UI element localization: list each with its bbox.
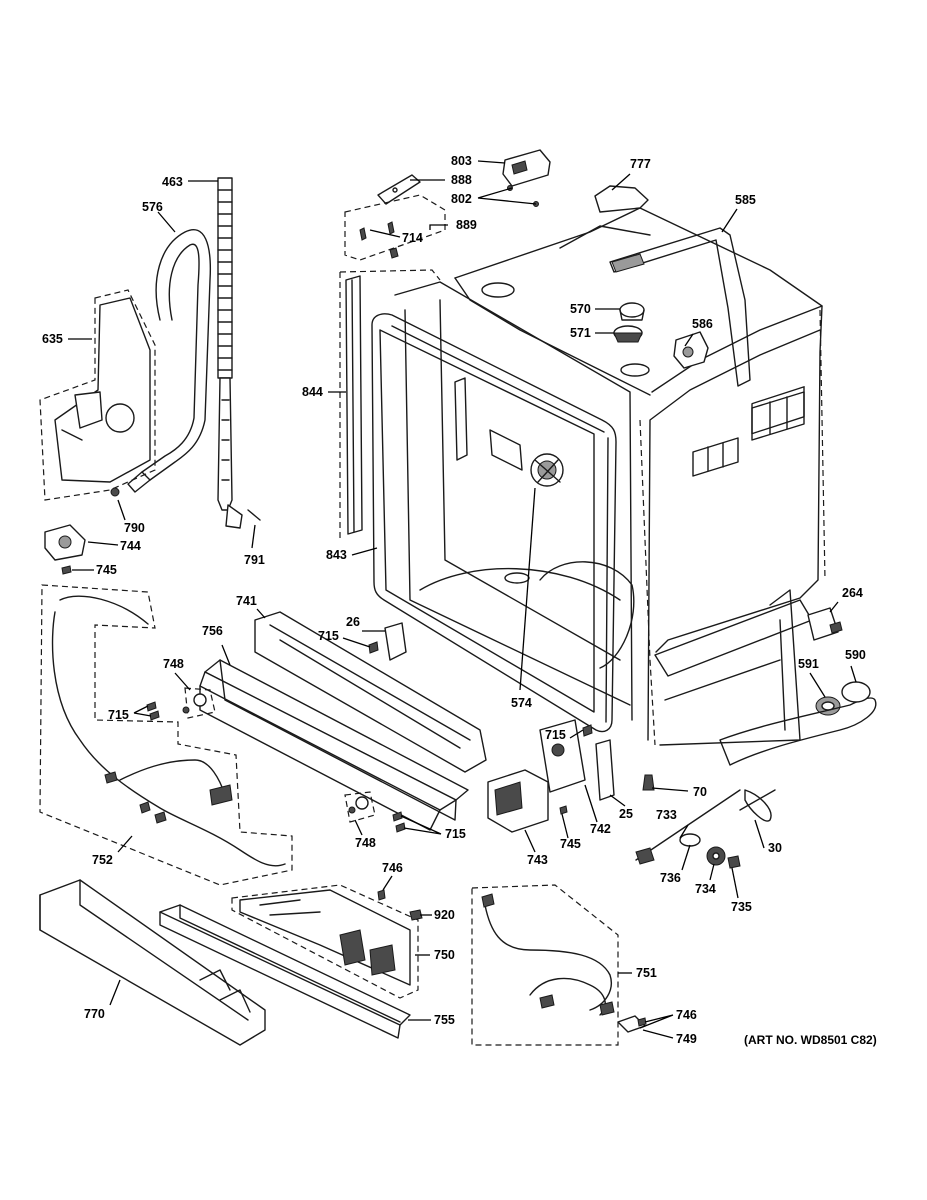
callout-736: 736	[660, 871, 681, 885]
callout-790: 790	[124, 521, 145, 535]
screws	[377, 889, 423, 921]
clips-748	[146, 687, 406, 833]
callout-714: 714	[402, 231, 423, 245]
callout-920: 920	[434, 908, 455, 922]
callout-743: 743	[527, 853, 548, 867]
callout-635: 635	[42, 332, 63, 346]
seal-strip-844	[339, 269, 441, 540]
leader-lines	[68, 160, 857, 1039]
pump-744	[44, 524, 86, 575]
callout-843: 843	[326, 548, 347, 562]
callout-463: 463	[162, 175, 183, 189]
callout-791: 791	[244, 553, 265, 567]
callout-574: 574	[511, 696, 532, 710]
callout-746-b: 746	[676, 1008, 697, 1022]
callout-715-d: 715	[445, 827, 466, 841]
callout-570: 570	[570, 302, 591, 316]
tube-463	[217, 177, 261, 529]
callout-30: 30	[768, 841, 782, 855]
wire-harness-751	[471, 884, 619, 1046]
spray-hub-574	[530, 453, 564, 487]
callout-70: 70	[693, 785, 707, 799]
module-743	[487, 719, 586, 833]
pump-housing-635	[39, 289, 156, 501]
callout-25: 25	[619, 807, 633, 821]
callout-756: 756	[202, 624, 223, 638]
callout-741: 741	[236, 594, 257, 608]
callout-745-a: 745	[96, 563, 117, 577]
callout-715-a: 715	[318, 629, 339, 643]
control-tray-755	[159, 904, 411, 1039]
callout-889: 889	[456, 218, 477, 232]
callout-576: 576	[142, 200, 163, 214]
clips-749	[617, 1015, 647, 1033]
callout-803: 803	[451, 154, 472, 168]
callout-770: 770	[84, 1007, 105, 1021]
door-gasket-843	[371, 313, 617, 733]
art-number: (ART NO. WD8501 C82)	[744, 1033, 877, 1047]
kick-panel-756	[199, 659, 469, 831]
callout-264: 264	[842, 586, 863, 600]
callout-748-a: 748	[163, 657, 184, 671]
callout-844: 844	[302, 385, 323, 399]
callout-585: 585	[735, 193, 756, 207]
callout-591: 591	[798, 657, 819, 671]
callout-802: 802	[451, 192, 472, 206]
tub-assembly	[394, 185, 826, 746]
callout-26: 26	[346, 615, 360, 629]
callout-752: 752	[92, 853, 113, 867]
callout-734: 734	[695, 882, 716, 896]
callout-labels: 463 576 635 790 744 791 745 888 803 802 …	[42, 154, 877, 1047]
bracket-group	[344, 149, 551, 261]
callout-742: 742	[590, 822, 611, 836]
callout-715-b: 715	[108, 708, 129, 722]
callout-735: 735	[731, 900, 752, 914]
callout-571: 571	[570, 326, 591, 340]
vent-parts	[613, 302, 709, 369]
callout-590: 590	[845, 648, 866, 662]
toe-kick-741	[254, 611, 487, 773]
callout-749: 749	[676, 1032, 697, 1046]
callout-586: 586	[692, 317, 713, 331]
callout-751: 751	[636, 966, 657, 980]
hose-576	[127, 229, 212, 493]
callout-733: 733	[656, 808, 677, 822]
callout-748-b: 748	[355, 836, 376, 850]
control-board-750	[231, 884, 419, 999]
callout-715-c: 715	[545, 728, 566, 742]
callout-777: 777	[630, 157, 651, 171]
brackets	[368, 622, 615, 801]
callout-888: 888	[451, 173, 472, 187]
callout-744: 744	[120, 539, 141, 553]
callout-750: 750	[434, 948, 455, 962]
callout-746-a: 746	[382, 861, 403, 875]
callout-745-b: 745	[560, 837, 581, 851]
box-770	[39, 879, 266, 1046]
top-rail-585	[609, 227, 751, 387]
hinge-parts	[635, 774, 776, 869]
drain-parts	[719, 607, 877, 766]
callout-755: 755	[434, 1013, 455, 1027]
wire-harness-752	[39, 584, 293, 886]
